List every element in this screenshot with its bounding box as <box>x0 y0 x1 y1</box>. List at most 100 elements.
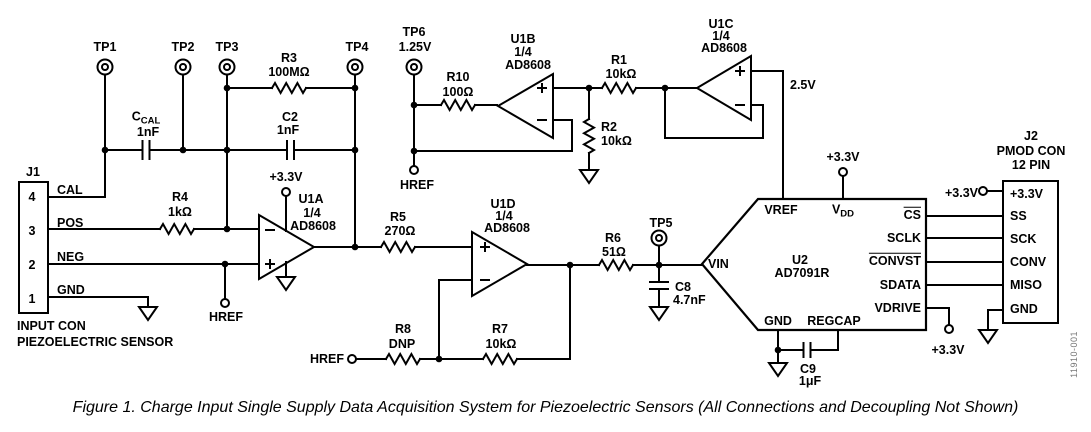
label-r4-ref: R4 <box>172 189 188 204</box>
label-r1-value: 10kΩ <box>605 66 637 81</box>
cal-line-wires <box>104 140 356 160</box>
resistor-r3-symbol <box>270 80 308 96</box>
plus-sign <box>265 259 275 269</box>
resistor-r6-symbol <box>597 257 635 273</box>
label-r6-value: 51Ω <box>602 244 626 259</box>
label-j2-pin-miso: MISO <box>1010 277 1042 292</box>
label-r7-ref: R7 <box>492 321 508 336</box>
label-vdrive-supply: +3.3V <box>931 342 965 357</box>
j2-connector-symbol <box>986 180 1059 331</box>
label-u1c-ref: U1C <box>708 16 734 31</box>
label-u2-pin-vdrive: VDRIVE <box>874 300 921 315</box>
label-u2-part: AD7091R <box>774 265 830 280</box>
label-u2-pin-gnd: GND <box>764 313 792 328</box>
opamp-u1a-symbol <box>258 195 316 281</box>
label-r4-value: 1kΩ <box>168 204 192 219</box>
label-r2-value: 10kΩ <box>601 133 632 148</box>
label-u1d-fraction: 1/4 <box>495 208 513 223</box>
label-j1-pos: POS <box>57 215 84 230</box>
label-u1c-part: AD8608 <box>701 40 747 55</box>
label-c2-value: 1nF <box>276 122 300 137</box>
label-j2-size: 12 PIN <box>1011 157 1051 172</box>
label-j2-pin-gnd: GND <box>1010 301 1038 316</box>
plus-sign <box>735 66 745 76</box>
label-r10-ref: R10 <box>446 69 470 84</box>
resistor-r10-symbol <box>439 97 477 113</box>
supply-terminal <box>978 186 988 196</box>
label-u2-pin-cs: CS <box>903 207 921 222</box>
label-j1-desc2: PIEZOELECTRIC SENSOR <box>17 334 174 349</box>
label-r5-value: 270Ω <box>384 223 416 238</box>
label-j1-neg: NEG <box>57 249 85 264</box>
label-j1-pin1-num: 1 <box>28 291 36 306</box>
label-u2-pin-vin: VIN <box>708 256 729 271</box>
capacitor-c9-symbol <box>802 342 812 358</box>
u1b-feedback-wire <box>413 119 573 152</box>
label-u2-ref: U2 <box>792 252 808 267</box>
label-j1-desc1: INPUT CON <box>17 318 86 333</box>
label-tp6-voltage: 1.25V <box>398 39 432 54</box>
tp5-c8-wires <box>649 244 669 308</box>
label-u1b-part: AD8608 <box>505 57 551 72</box>
href-terminal <box>220 298 230 308</box>
vref-2v5-wire <box>750 70 784 200</box>
label-r3-ref: R3 <box>281 50 297 65</box>
label-tp4: TP4 <box>345 39 369 54</box>
spi-bus-wires <box>925 215 1004 286</box>
label-j1-pin2-num: 2 <box>28 257 36 272</box>
plus-sign <box>537 83 547 93</box>
ground-symbols <box>137 169 999 378</box>
resistor-r4-symbol <box>158 221 196 237</box>
r3-line-wires <box>226 80 356 96</box>
label-u2-pin-vref: VREF <box>764 202 798 217</box>
resistor-r1-symbol <box>600 80 638 96</box>
ground-icon <box>648 306 670 322</box>
label-ccal-ref: CCAL <box>131 109 161 127</box>
label-r8-value: DNP <box>388 336 416 351</box>
tp5-icon <box>650 229 668 247</box>
label-u2-pin-vdd: VDD <box>831 202 855 220</box>
label-j2-pin-conv: CONV <box>1010 254 1047 269</box>
label-j2-pin-ss: SS <box>1010 208 1027 223</box>
terminal-circles <box>220 165 988 364</box>
label-u1a-ref: U1A <box>298 191 324 206</box>
label-r5-ref: R5 <box>390 209 406 224</box>
ground-icon <box>137 306 159 322</box>
label-r2-ref: R2 <box>601 119 617 134</box>
tp3-icon <box>218 58 236 76</box>
plus-sign <box>480 242 490 252</box>
tp1-icon <box>96 58 114 76</box>
ground-icon <box>275 276 297 292</box>
label-u2-pin-sclk: SCLK <box>886 230 921 245</box>
u1d-feedback-wires <box>355 264 571 367</box>
href-terminal <box>347 354 357 364</box>
opamp-u1d-symbol <box>471 230 529 298</box>
label-u1c-fraction: 1/4 <box>712 28 730 43</box>
label-r1-ref: R1 <box>611 52 627 67</box>
label-j1-ref: J1 <box>26 164 40 179</box>
label-c8-ref: C8 <box>675 279 691 294</box>
resistor-r8-symbol <box>384 351 422 367</box>
resistor-r2-symbol <box>581 117 597 155</box>
label-u1a-fraction: 1/4 <box>303 205 321 220</box>
label-u1a-supply: +3.3V <box>269 169 303 184</box>
label-u2-pin-convst: CONVST <box>868 253 921 268</box>
ground-icon <box>977 329 999 345</box>
u1c-feedback-wire <box>664 87 764 139</box>
label-u1a-part: AD8608 <box>290 218 336 233</box>
label-tp2: TP2 <box>171 39 195 54</box>
label-j2-supply: +3.3V <box>944 185 978 200</box>
label-j2-ref: J2 <box>1024 128 1038 143</box>
label-vdd-supply: +3.3V <box>826 149 860 164</box>
label-u2-pin-sdata: SDATA <box>879 277 921 292</box>
label-href-tp6: HREF <box>399 177 435 192</box>
label-j2-name: PMOD CON <box>996 143 1066 158</box>
href-terminal <box>409 165 419 175</box>
supply-terminal <box>281 187 291 197</box>
label-tp6: TP6 <box>402 24 426 39</box>
label-j1-gnd: GND <box>57 282 85 297</box>
label-u1b-ref: U1B <box>510 31 536 46</box>
tp6-icon <box>405 58 423 76</box>
label-href-u1a: HREF <box>208 309 244 324</box>
